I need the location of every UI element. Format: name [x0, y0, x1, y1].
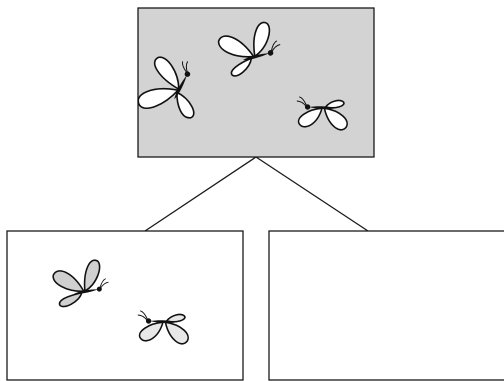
- connector-left: [144, 156, 257, 232]
- butterfly-icon: [296, 96, 348, 131]
- butterfly-icon: [217, 21, 283, 77]
- connector-right: [255, 156, 369, 232]
- child-box-left: [6, 230, 244, 381]
- butterfly-icon: [52, 259, 111, 308]
- butterfly-icon: [137, 310, 189, 345]
- child-box-right: [268, 230, 504, 381]
- butterfly-icon: [137, 56, 196, 119]
